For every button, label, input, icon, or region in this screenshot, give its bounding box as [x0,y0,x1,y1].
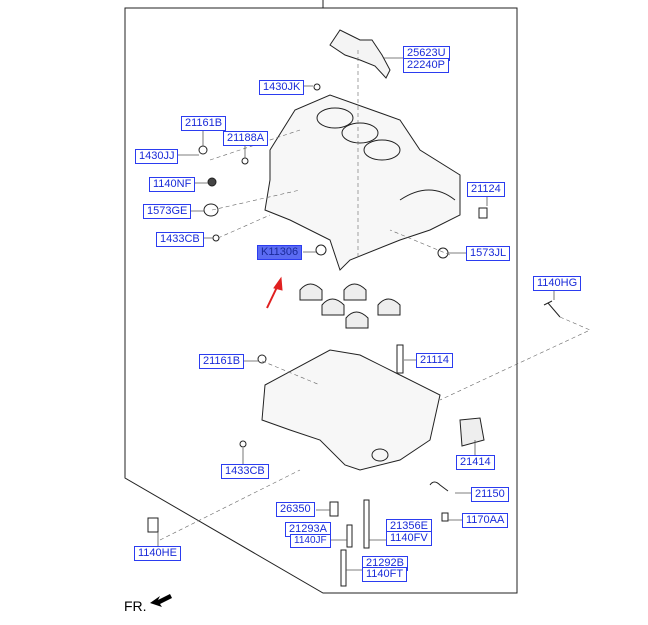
part-label-21188A[interactable]: 21188A [223,131,269,146]
part-label-1140JF[interactable]: 1140JF [290,534,331,548]
part-label-1140FV[interactable]: 1140FV [386,531,432,546]
part-label-1140HG[interactable]: 1140HG [533,276,582,291]
bearing-caps-shape [299,283,401,329]
cover-plate-shape [459,417,485,447]
part-label-K11306-highlighted[interactable]: K11306 [257,245,303,260]
part-label-1573GE[interactable]: 1573GE [143,204,192,219]
part-label-21161B-lower[interactable]: 21161B [199,354,245,369]
part-label-21161B[interactable]: 21161B [181,116,227,131]
part-label-26350[interactable]: 26350 [276,502,315,517]
part-label-1433CB-lower[interactable]: 1433CB [221,464,269,479]
part-label-1573JL[interactable]: 1573JL [466,246,511,261]
part-label-21150[interactable]: 21150 [471,487,509,502]
front-direction-label: FR. [124,598,147,614]
front-direction-icon [150,594,172,607]
part-label-21414[interactable]: 21414 [456,455,495,470]
highlight-arrow [266,276,283,309]
lower-crankcase-shape [261,349,441,471]
part-label-1170AA[interactable]: 1170AA [462,513,509,528]
part-label-1433CB[interactable]: 1433CB [156,232,204,247]
part-label-21124[interactable]: 21124 [467,182,505,197]
part-label-21114[interactable]: 21114 [416,353,453,368]
part-label-1430JK[interactable]: 1430JK [259,80,305,95]
cylinder-block-shape [264,94,461,271]
gasket-shape [329,29,391,79]
part-label-22240P[interactable]: 22240P [403,58,449,73]
part-label-1140HE[interactable]: 1140HE [134,546,181,561]
part-label-1140NF[interactable]: 1140NF [149,177,196,192]
part-label-1430JJ[interactable]: 1430JJ [135,149,179,164]
part-label-1140FT[interactable]: 1140FT [362,567,408,582]
diagram-frame [124,0,518,594]
